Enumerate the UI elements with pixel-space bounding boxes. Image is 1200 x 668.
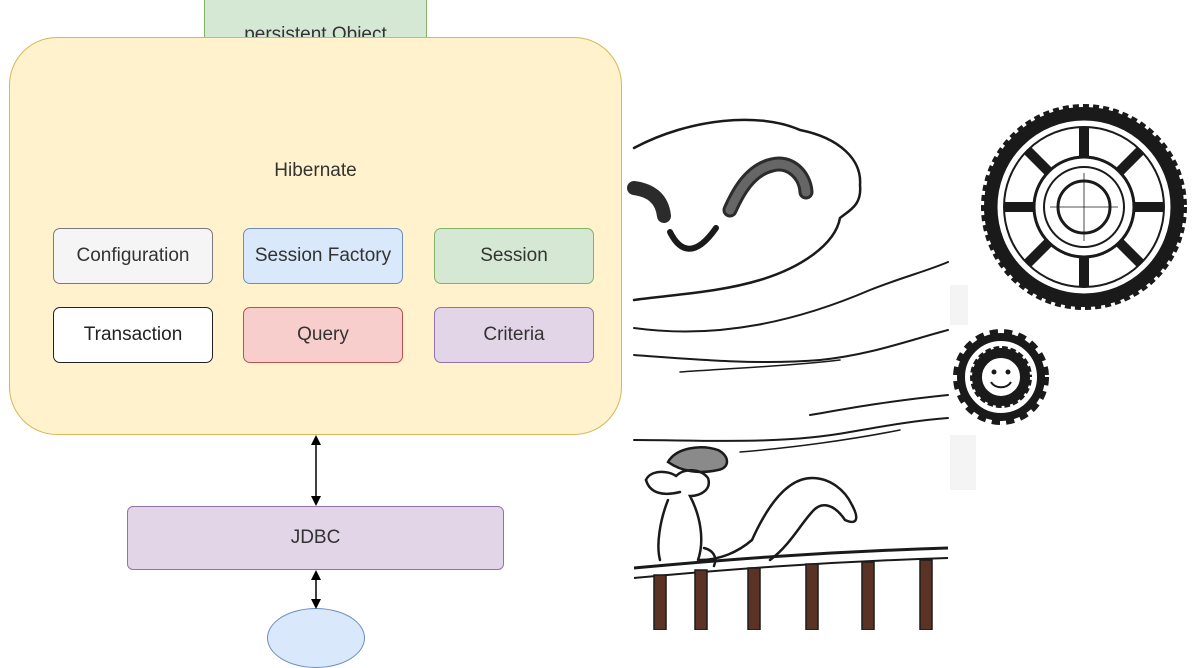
query-label: Query	[297, 324, 349, 345]
criteria-box: Criteria	[434, 307, 594, 363]
transaction-box: Transaction	[53, 307, 213, 363]
hibernate-title: Hibernate	[274, 160, 357, 181]
transaction-label: Transaction	[83, 324, 183, 345]
session-box: Session	[434, 228, 594, 284]
criteria-label: Criteria	[483, 324, 545, 345]
illustration-layer	[627, 104, 1187, 630]
jdbc-label: JDBC	[290, 527, 341, 548]
smiley-gear-icon	[953, 329, 1049, 425]
fence-icon	[633, 546, 949, 630]
configuration-box: Configuration	[53, 228, 213, 284]
session-factory-box: Session Factory	[243, 228, 403, 284]
large-gear-icon	[981, 104, 1187, 310]
configuration-label: Configuration	[76, 245, 190, 266]
connector-layer	[311, 435, 321, 609]
smiling-cloud-icon	[627, 118, 949, 453]
duck-icon	[644, 446, 858, 568]
session-label: Session	[480, 245, 548, 266]
jdbc-box: JDBC	[127, 506, 504, 570]
session-factory-label: Session Factory	[254, 245, 392, 266]
query-box: Query	[243, 307, 403, 363]
